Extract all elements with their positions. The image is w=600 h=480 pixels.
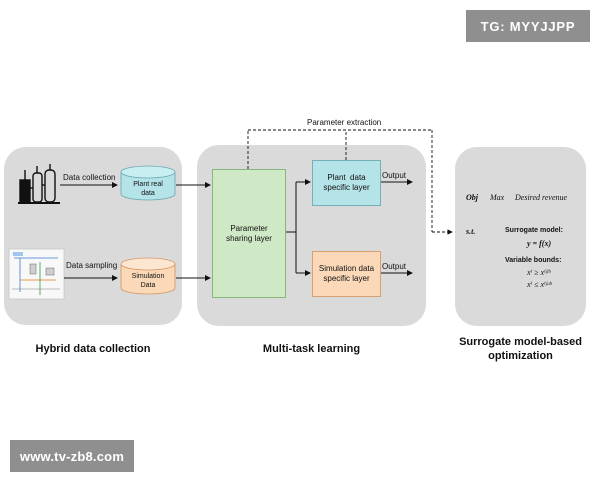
watermark-bottom: www.tv-zb8.com xyxy=(10,440,134,472)
plant-real-data-cylinder xyxy=(120,165,176,201)
parameter-extraction-label: Parameter extraction xyxy=(307,118,382,127)
objective-label: Obj xyxy=(466,193,478,202)
subject-to-label: s.t. xyxy=(466,227,476,236)
simulation-data-specific-layer: Simulation data specific layer xyxy=(312,251,381,297)
multitask-caption: Multi-task learning xyxy=(262,343,361,355)
simulation-data-line2: Data xyxy=(140,282,156,289)
simulation-data-label: Simulation Data xyxy=(121,272,175,290)
optimization-caption: Surrogate model-based optimization xyxy=(445,335,596,363)
surrogate-model-equation: y = f(x) xyxy=(527,239,552,248)
simulation-data-line1: Simulation xyxy=(131,273,165,280)
data-collection-label: Data collection xyxy=(63,173,116,182)
plant-real-data-line2: data xyxy=(141,190,155,197)
simulation-specific-line1: Simulation data xyxy=(318,264,375,273)
simulation-specific-line2: specific layer xyxy=(323,274,370,283)
parameter-sharing-layer: Parameter sharing layer xyxy=(212,169,286,298)
plant-specific-line1: Plant data xyxy=(327,173,366,182)
output-top-label: Output xyxy=(382,171,407,180)
sharing-layer-line1: Parameter xyxy=(230,223,268,233)
desired-revenue-label: Desired revenue xyxy=(515,193,568,202)
data-sampling-label: Data sampling xyxy=(66,261,118,270)
plant-real-data-label: Plant real data xyxy=(121,180,175,198)
optimization-panel xyxy=(455,147,586,326)
hybrid-data-caption: Hybrid data collection xyxy=(35,343,151,355)
plant-factory-icon xyxy=(18,164,60,204)
lower-bound-equation: xⁱ ≥ xⁱʲˡᵇ xyxy=(527,268,551,277)
optimization-caption-line1: Surrogate model-based xyxy=(459,336,582,348)
plant-specific-line2: specific layer xyxy=(323,183,370,192)
simulation-flowsheet-icon xyxy=(8,248,65,300)
simulation-data-cylinder xyxy=(120,257,176,295)
output-bottom-label: Output xyxy=(382,262,407,271)
surrogate-model-label: Surrogate model: xyxy=(505,227,563,234)
watermark-top: TG: MYYJJPP xyxy=(466,10,590,42)
optimization-caption-line2: optimization xyxy=(488,350,553,362)
max-label: Max xyxy=(490,193,505,202)
plant-data-specific-layer: Plant data specific layer xyxy=(312,160,381,206)
variable-bounds-label: Variable bounds: xyxy=(505,257,562,264)
sharing-layer-line2: sharing layer xyxy=(226,233,272,243)
plant-real-data-line1: Plant real xyxy=(133,181,163,188)
upper-bound-equation: xⁱ ≤ xⁱʲᵘᵇ xyxy=(527,280,552,289)
